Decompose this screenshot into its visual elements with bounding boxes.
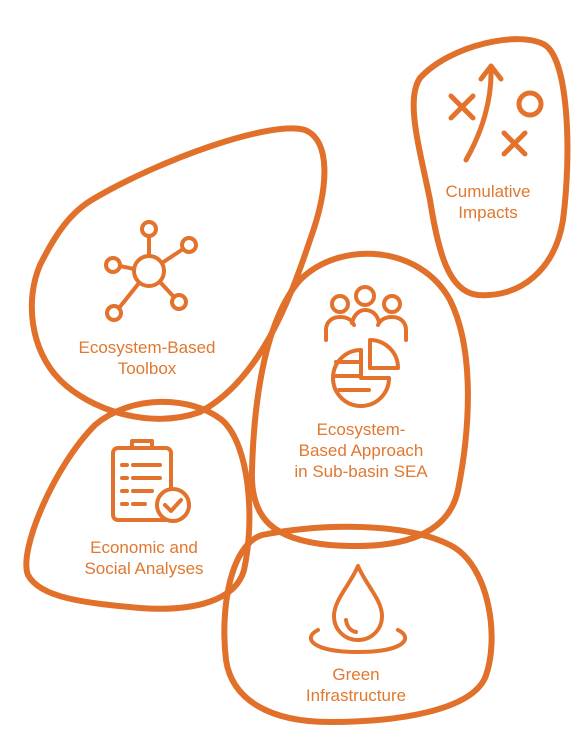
- people-pie-chart-icon: [324, 285, 408, 408]
- label-economic-social: Economic and Social Analyses: [84, 538, 204, 578]
- label-ecosystem-approach-sea: Ecosystem- Based Approach in Sub-basin S…: [294, 420, 428, 481]
- label-ecosystem-toolbox: Ecosystem-Based Toolbox: [78, 338, 216, 378]
- checklist-clipboard-icon: [111, 439, 191, 523]
- label-cumulative-impacts: Cumulative Impacts: [445, 182, 531, 222]
- blob-cumulative-impacts: [410, 36, 571, 299]
- blob-ecosystem-approach-sea: [248, 250, 471, 550]
- blob-economic-social: [23, 398, 253, 612]
- label-green-infrastructure: Green Infrastructure: [305, 665, 407, 705]
- water-drop-icon: [308, 564, 408, 654]
- strategy-play-icon: [448, 63, 544, 163]
- blob-ecosystem-toolbox: [28, 125, 328, 422]
- network-hub-icon: [104, 220, 198, 322]
